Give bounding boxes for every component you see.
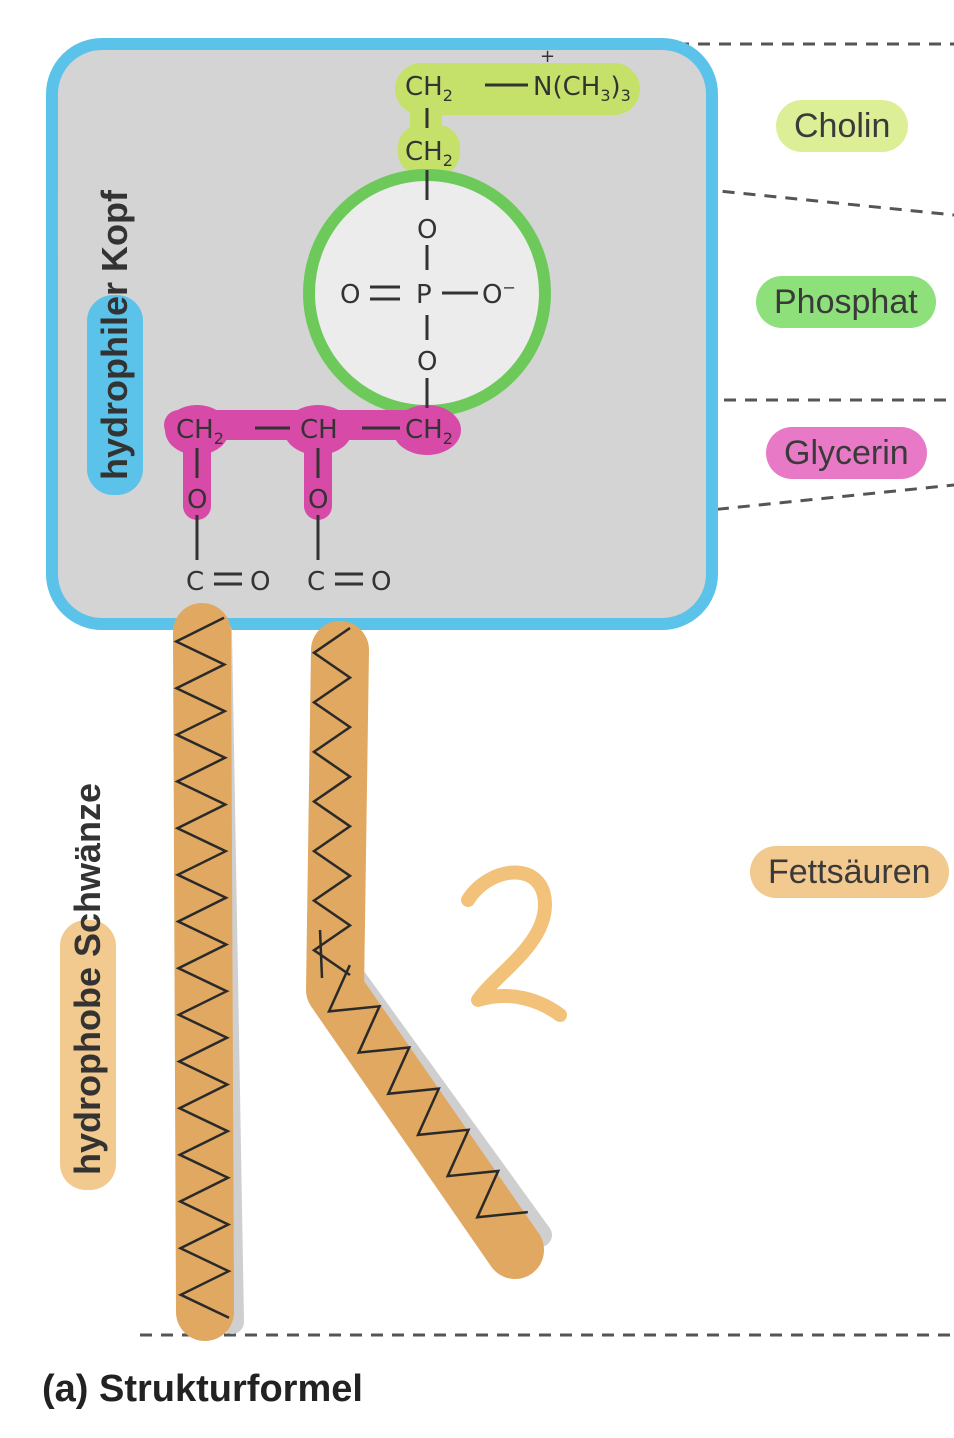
atom-c-left: C [186, 567, 204, 597]
fatty-acid-tail-right [306, 621, 544, 1279]
hydrocarbon-chain-right-upper [311, 626, 353, 977]
label-cholin: Cholin [776, 100, 909, 152]
atom-labels: CH2 N(CH3)3 + CH2 O O P O− O CH2 CH CH2 … [176, 46, 631, 597]
atom-o-carbonyl-right: O [371, 567, 391, 597]
head-side-label: hydrophiler Kopf [87, 189, 143, 495]
atom-ch2-choline-top: CH2 [405, 72, 453, 105]
zigzag-chains [173, 616, 528, 1319]
atom-o-carbonyl-left: O [250, 567, 270, 597]
handwritten-number-2 [461, 865, 567, 1022]
choline-highlight-ch2 [398, 125, 460, 175]
glycerol-highlight [164, 405, 461, 520]
atom-c-right: C [307, 567, 325, 597]
atom-o-ester-left: O [187, 485, 207, 515]
fatty-acid-tail-left [173, 603, 234, 1341]
chemical-bonds [195, 83, 528, 586]
glycerol-highlight-ch2-right [393, 405, 461, 455]
choline-highlight-top [395, 63, 640, 115]
hydrocarbon-chain-right-lower [326, 964, 528, 1219]
atom-ch2-choline-bottom: CH2 [405, 137, 453, 170]
fatty-acid-highlight [173, 603, 544, 1341]
label-phosphat: Phosphat [756, 276, 936, 328]
atom-n-ch3: N(CH3)3 [533, 72, 631, 105]
atom-ch2-glycerol-left: CH2 [176, 415, 224, 448]
atom-o-minus: O− [482, 278, 516, 310]
head-side-label-highlight [87, 295, 143, 495]
double-bond-line [318, 929, 324, 979]
atom-o-double: O [340, 280, 360, 310]
atom-o-ester-right: O [308, 485, 328, 515]
tail-side-label: hydrophobe Schwänze [60, 783, 116, 1190]
label-fettsaeuren: Fettsäuren [750, 846, 949, 898]
choline-highlight [395, 63, 640, 175]
head-side-label-text: hydrophiler Kopf [94, 189, 135, 480]
figure-caption: (a) Strukturformel [42, 1368, 363, 1410]
atom-ch2-glycerol-right: CH2 [405, 415, 453, 448]
atom-p: P [416, 280, 432, 310]
tail-side-label-highlight [60, 920, 116, 1190]
atom-ch-glycerol: CH [300, 415, 338, 445]
atom-n-plus: + [540, 46, 555, 67]
atom-o-upper: O [417, 215, 437, 245]
atom-o-lower: O [417, 347, 437, 377]
label-glycerin: Glycerin [766, 427, 927, 479]
hydrocarbon-chain-left [173, 616, 232, 1319]
tail-side-label-text: hydrophobe Schwänze [67, 783, 108, 1175]
